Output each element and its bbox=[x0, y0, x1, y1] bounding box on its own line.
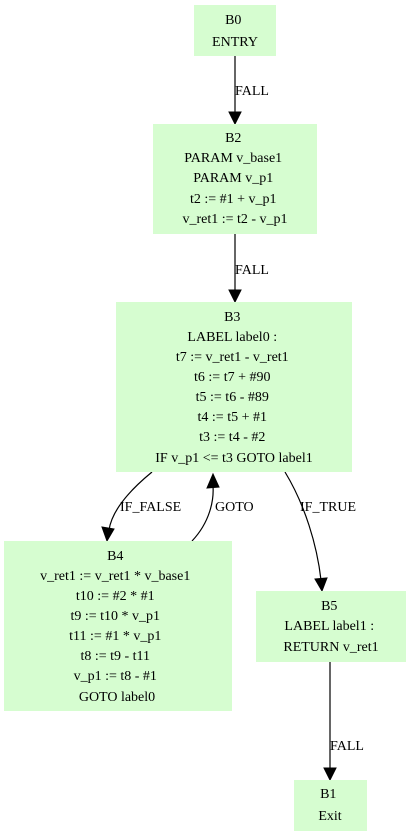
edge-b3-b4: IF_FALSE bbox=[101, 471, 181, 543]
node-b4-line: B4 bbox=[107, 549, 123, 564]
node-b4-line: t11 := #1 * v_p1 bbox=[69, 629, 161, 644]
node-b1-line: B1 bbox=[320, 787, 336, 802]
edge-b4-b3-label: GOTO bbox=[215, 500, 254, 515]
edge-b2-b3-arrowhead bbox=[228, 289, 242, 304]
node-b2-line: t2 := #1 + v_p1 bbox=[190, 192, 277, 207]
edge-b0-b2-label: FALL bbox=[235, 84, 269, 99]
node-b0: B0 ENTRY bbox=[194, 5, 276, 56]
node-b1-line: Exit bbox=[318, 809, 341, 824]
node-b3-box bbox=[116, 302, 352, 472]
edge-b5-b1-arrowhead bbox=[323, 767, 337, 782]
node-b3-line: t7 := v_ret1 - v_ret1 bbox=[176, 350, 289, 365]
edge-b4-b3-arrowhead bbox=[206, 472, 220, 489]
edge-b3-b5-line bbox=[284, 471, 322, 581]
edge-b4-b3: GOTO bbox=[191, 472, 254, 542]
edge-b0-b2-arrowhead bbox=[228, 111, 242, 126]
node-b5-line: LABEL label1 : bbox=[284, 619, 374, 634]
edge-b3-b5-label: IF_TRUE bbox=[300, 500, 356, 515]
node-b4-line: t9 := t10 * v_p1 bbox=[70, 609, 160, 624]
node-b0-line: B0 bbox=[225, 13, 241, 28]
node-b5-line: B5 bbox=[321, 599, 337, 614]
node-b2: B2 PARAM v_base1 PARAM v_p1 t2 := #1 + v… bbox=[153, 124, 317, 234]
edge-b3-b5-arrowhead bbox=[314, 577, 328, 593]
edge-b3-b4-arrowhead bbox=[101, 526, 115, 543]
node-b0-box bbox=[194, 5, 276, 56]
node-b3-line: t5 := t6 - #89 bbox=[196, 390, 269, 405]
node-b0-line: ENTRY bbox=[212, 35, 258, 50]
node-b4-line: v_p1 := t8 - #1 bbox=[74, 669, 157, 684]
edge-b2-b3: FALL bbox=[228, 234, 269, 304]
node-b2-line: PARAM v_base1 bbox=[184, 151, 282, 166]
node-b4: B4 v_ret1 := v_ret1 * v_base1 t10 := #2 … bbox=[4, 541, 232, 711]
node-b2-line: v_ret1 := t2 - v_p1 bbox=[182, 212, 287, 227]
node-b5-line: RETURN v_ret1 bbox=[283, 640, 378, 655]
node-b2-text: B2 PARAM v_base1 PARAM v_p1 t2 := #1 + v… bbox=[182, 131, 287, 227]
edge-b2-b3-label: FALL bbox=[235, 263, 269, 278]
edge-b0-b2: FALL bbox=[228, 56, 269, 126]
node-b3: B3 LABEL label0 : t7 := v_ret1 - v_ret1 … bbox=[116, 302, 352, 472]
node-b4-text: B4 v_ret1 := v_ret1 * v_base1 t10 := #2 … bbox=[40, 549, 194, 705]
node-b4-box bbox=[4, 541, 232, 711]
node-b3-line: IF v_p1 <= t3 GOTO label1 bbox=[155, 451, 312, 466]
edge-b3-b4-line bbox=[108, 471, 153, 531]
node-b3-line: t4 := t5 + #1 bbox=[198, 410, 267, 425]
edge-b4-b3-line bbox=[191, 485, 214, 542]
node-b3-line: B3 bbox=[224, 310, 240, 325]
node-b2-line: PARAM v_p1 bbox=[193, 171, 273, 186]
node-b4-line: GOTO label0 bbox=[79, 690, 155, 705]
edge-b3-b4-label: IF_FALSE bbox=[120, 500, 181, 515]
node-b2-line: B2 bbox=[225, 131, 241, 146]
node-b5-box bbox=[256, 591, 406, 662]
node-b2-box bbox=[153, 124, 317, 234]
node-b4-line: t8 := t9 - t11 bbox=[80, 649, 150, 664]
node-b5: B5 LABEL label1 : RETURN v_ret1 bbox=[256, 591, 406, 662]
node-b3-text: B3 LABEL label0 : t7 := v_ret1 - v_ret1 … bbox=[155, 310, 312, 466]
node-b4-line: t10 := #2 * #1 bbox=[76, 589, 155, 604]
node-b4-line: v_ret1 := v_ret1 * v_base1 bbox=[40, 569, 190, 584]
node-b1-box bbox=[294, 780, 367, 831]
edge-b3-b5: IF_TRUE bbox=[284, 471, 356, 593]
node-b3-line: LABEL label0 : bbox=[187, 330, 277, 345]
node-b1: B1 Exit bbox=[294, 780, 367, 831]
node-b3-line: t6 := t7 + #90 bbox=[194, 370, 270, 385]
node-b3-line: t3 := t4 - #2 bbox=[199, 430, 265, 445]
edge-b5-b1: FALL bbox=[323, 662, 364, 782]
edge-b5-b1-label: FALL bbox=[330, 739, 364, 754]
node-b5-text: B5 LABEL label1 : RETURN v_ret1 bbox=[283, 599, 378, 655]
node-b0-text: B0 ENTRY bbox=[212, 13, 258, 50]
node-b1-text: B1 Exit bbox=[318, 787, 341, 824]
